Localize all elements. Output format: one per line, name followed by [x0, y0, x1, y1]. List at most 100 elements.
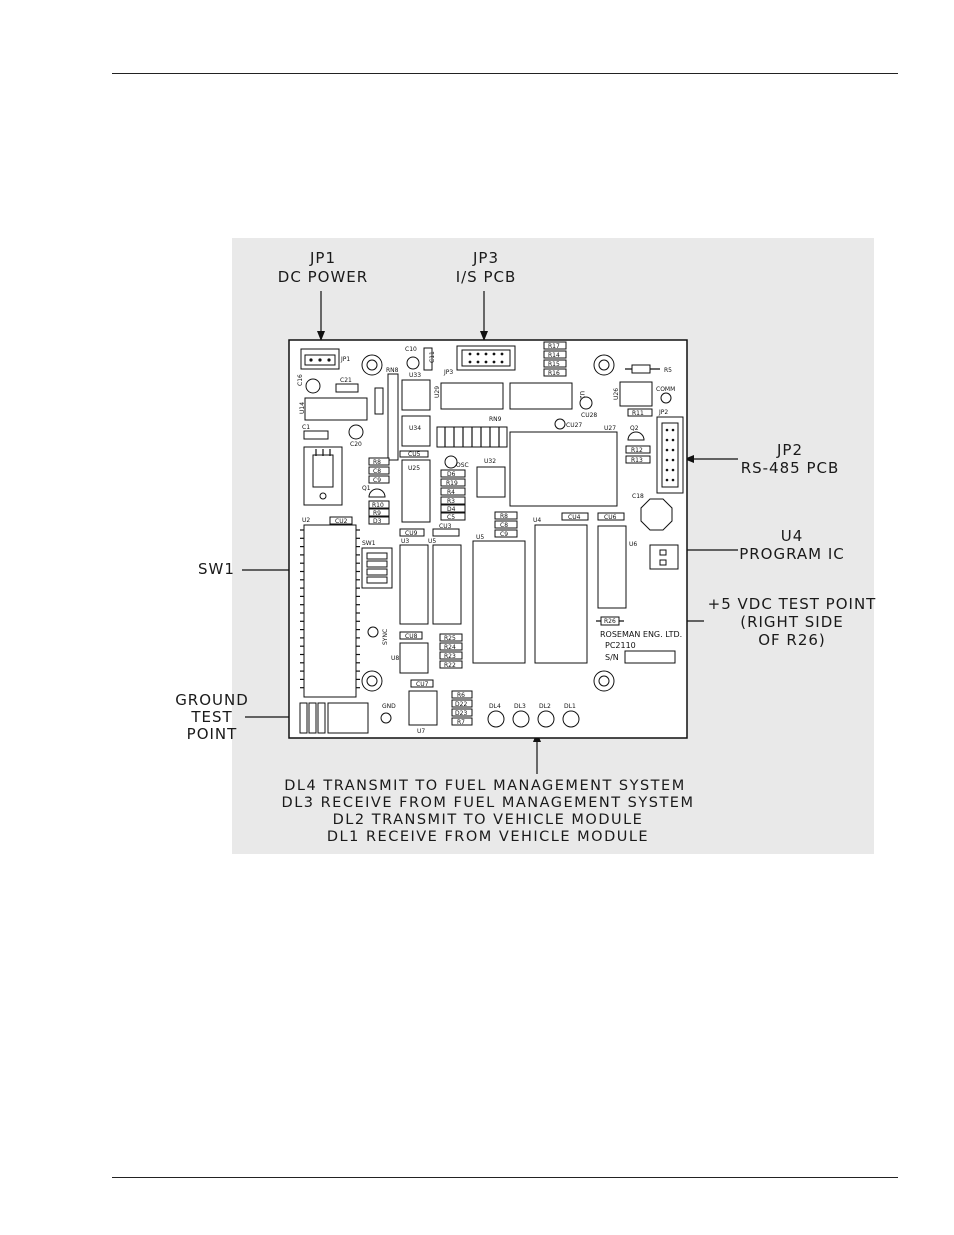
svg-text:D3: D3: [373, 518, 382, 525]
bottom-left-capacitors: [299, 702, 369, 734]
mounting-hole-bottom-right: [593, 670, 615, 692]
transistor-q1: Q1: [362, 485, 386, 498]
resistor-r22: R22: [439, 660, 463, 669]
svg-text:R17: R17: [548, 343, 560, 350]
svg-text:R13: R13: [631, 457, 643, 464]
capacitor-cu5: CU5: [399, 450, 429, 458]
resistor-r3: R3: [440, 496, 466, 505]
ic-u32: U32: [476, 458, 506, 498]
ground-callout-line2: TEST: [190, 708, 232, 726]
led-dl3: DL3: [512, 703, 530, 728]
svg-text:R5: R5: [664, 367, 672, 374]
ic-u2: U2: [300, 517, 360, 698]
svg-text:R8: R8: [373, 459, 381, 466]
svg-text:U34: U34: [409, 425, 421, 432]
transistor-q2: Q2: [627, 425, 645, 441]
ic-u14: U14: [299, 397, 368, 421]
svg-text:U28: U28: [578, 391, 585, 403]
pcb-board: JP1 JP3 C10 C11 R17 R14 R15 R16: [288, 339, 688, 739]
ic-u27: U27: [509, 425, 618, 507]
resistor-r4: R4: [440, 487, 466, 496]
svg-text:CU5: CU5: [408, 451, 421, 458]
svg-text:U5: U5: [428, 538, 436, 545]
svg-text:C1: C1: [302, 424, 310, 431]
resistor-r23: R23: [439, 651, 463, 660]
diode-d23: D23: [451, 708, 473, 717]
capacitor-c9-left: C9: [368, 475, 390, 484]
resistor-stack-r14-r17: R17 R14 R15 R16: [543, 341, 567, 377]
jp1-callout-title: JP1: [309, 249, 336, 267]
capacitor-cu6: CU6: [597, 512, 625, 521]
svg-text:U5: U5: [476, 534, 484, 541]
svg-text:R3: R3: [447, 498, 455, 505]
svg-text:R12: R12: [631, 447, 643, 454]
svg-text:R11: R11: [632, 410, 644, 417]
svg-text:DL4: DL4: [489, 703, 501, 710]
svg-text:R4: R4: [447, 489, 455, 496]
svg-text:R25: R25: [444, 635, 456, 642]
svg-text:DL3: DL3: [514, 703, 526, 710]
svg-text:Q2: Q2: [630, 425, 639, 432]
ground-callout-line1: GROUND: [175, 691, 249, 709]
capacitor-c16: C16: [297, 374, 321, 394]
jp2-callout-title: JP2: [776, 441, 803, 459]
capacitor-c1: C1: [302, 424, 329, 440]
jp2-callout-subtitle: RS-485 PCB: [741, 459, 840, 477]
ic-u33: U33: [401, 372, 431, 411]
test-point-5v-title: +5 VDC TEST POINT: [708, 595, 877, 613]
resistor-r26: R26: [596, 616, 624, 626]
ic-u34: U34: [401, 415, 431, 447]
ic-u8: U8: [391, 642, 429, 674]
svg-text:CU6: CU6: [604, 514, 617, 521]
svg-text:R16: R16: [548, 370, 560, 377]
svg-text:COMM: COMM: [656, 386, 675, 393]
sync-test-point: SYNC: [367, 626, 389, 645]
svg-text:C11: C11: [429, 351, 436, 363]
capacitor-c18: C18: [632, 493, 673, 531]
capacitor-cu27: CU27: [554, 418, 582, 430]
svg-text:U27: U27: [604, 425, 616, 432]
svg-text:U32: U32: [484, 458, 496, 465]
svg-text:R9: R9: [373, 510, 381, 517]
ic-u3: U3: [399, 538, 429, 625]
capacitor-c11: C11: [423, 347, 436, 371]
ic-u7: U7: [408, 690, 438, 735]
ic-u28: U28: [509, 382, 585, 410]
ic-u6: U6: [597, 525, 637, 609]
voltage-regulator: [303, 446, 343, 506]
svg-text:R26: R26: [604, 618, 616, 625]
svg-text:C18: C18: [632, 493, 644, 500]
svg-text:CU9: CU9: [405, 530, 418, 537]
svg-text:C16: C16: [297, 374, 304, 386]
svg-text:C8: C8: [500, 522, 508, 529]
led-legend-dl4: DL4 TRANSMIT TO FUEL MANAGEMENT SYSTEM: [284, 778, 685, 794]
svg-text:R10: R10: [372, 502, 384, 509]
svg-text:CU28: CU28: [581, 412, 597, 419]
capacitor-c20: C20: [348, 424, 364, 448]
resistor-r8-left: R8: [368, 457, 390, 466]
capacitor-c8: C8: [494, 520, 518, 529]
test-point-5v-line2: (RIGHT SIDE: [740, 613, 844, 631]
jp3-silk: JP3: [443, 369, 453, 376]
svg-text:PC2110: PC2110: [605, 641, 636, 650]
svg-text:JP2: JP2: [658, 409, 668, 416]
svg-text:U4: U4: [533, 517, 541, 524]
resistor-r19: R19: [440, 478, 466, 487]
svg-text:U25: U25: [408, 465, 420, 472]
inductor-l1: [374, 387, 384, 415]
mounting-hole-bottom-left: [361, 670, 383, 692]
svg-text:CU27: CU27: [566, 422, 582, 429]
svg-text:C5: C5: [447, 514, 455, 521]
oscillator: OSC: [444, 455, 469, 469]
resistor-r12: R12: [625, 445, 651, 454]
capacitor-cu3: CU3: [432, 523, 460, 537]
jp3-callout-subtitle: I/S PCB: [456, 268, 517, 286]
svg-text:GND: GND: [382, 703, 396, 710]
capacitor-cu8: CU8: [399, 631, 423, 640]
svg-text:DL1: DL1: [564, 703, 576, 710]
svg-text:C9: C9: [500, 531, 508, 538]
svg-text:D22: D22: [455, 701, 467, 708]
jp3-callout-title: JP3: [472, 249, 499, 267]
svg-text:CU7: CU7: [416, 681, 429, 688]
